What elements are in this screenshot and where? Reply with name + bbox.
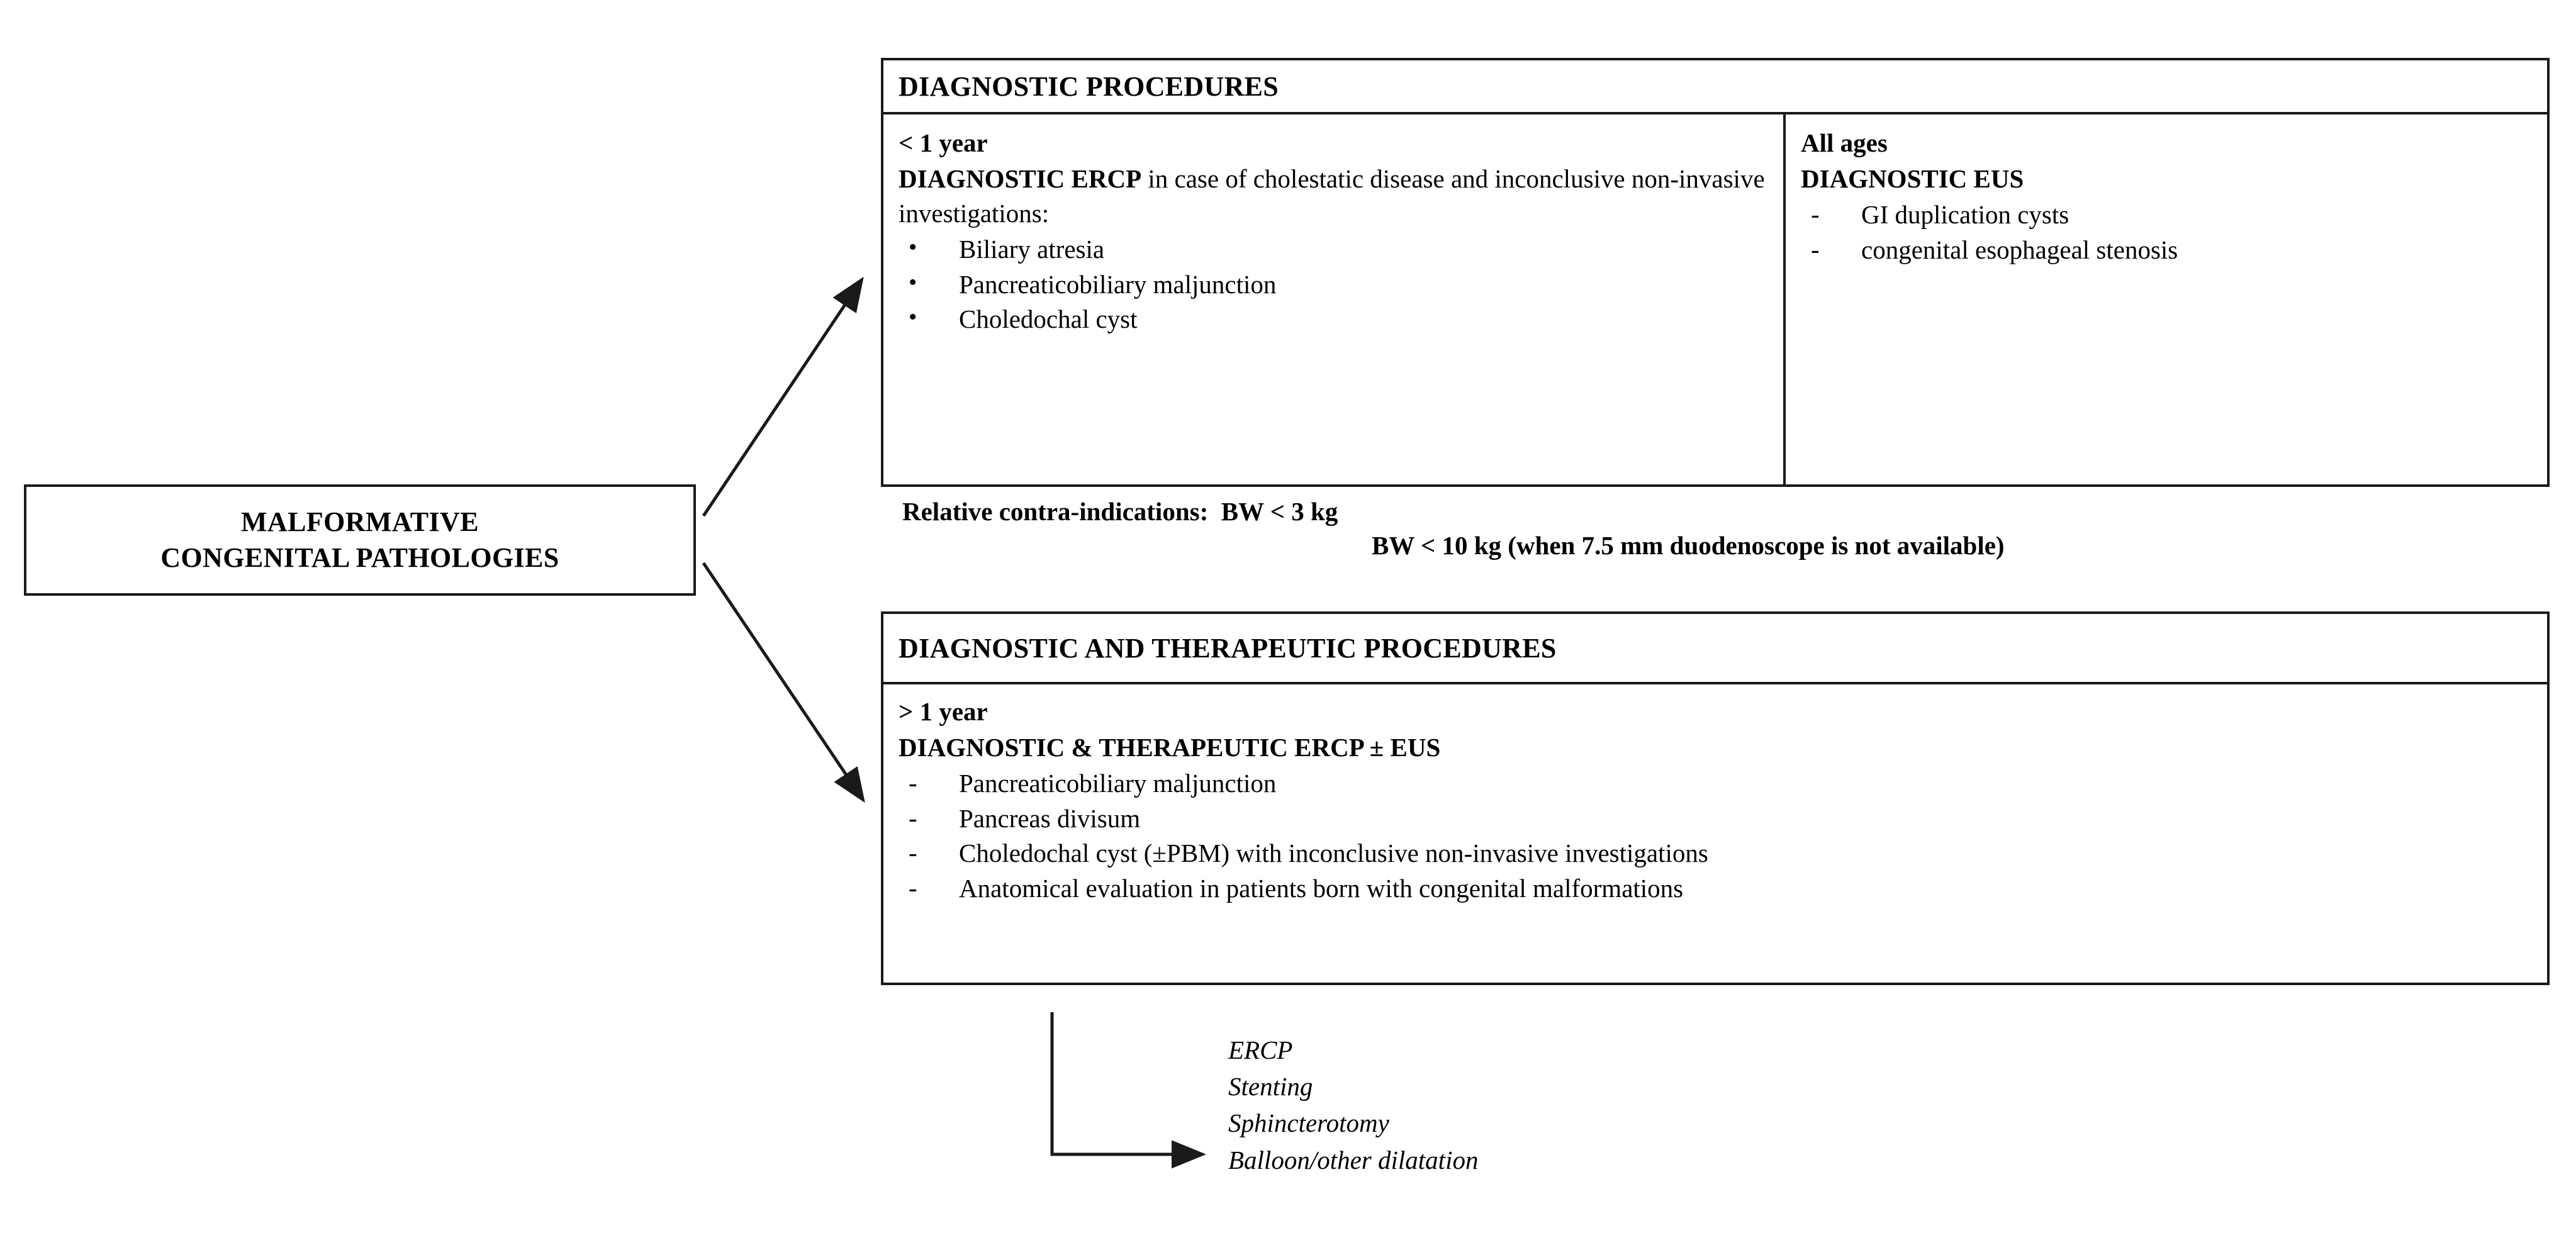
list-item: ERCP bbox=[1228, 1035, 1293, 1064]
arrow-to-therapeutic-box bbox=[702, 562, 865, 803]
list-item: • Biliary atresia bbox=[899, 232, 1769, 267]
list-item: • Choledochal cyst bbox=[899, 302, 1769, 337]
bullet-icon: • bbox=[909, 233, 917, 260]
list-item-label: Pancreas divisum bbox=[959, 803, 1141, 833]
diagnostic-box-header-label: DIAGNOSTIC PROCEDURES bbox=[899, 70, 1279, 102]
diagnostic-column-under-1-year: < 1 year DIAGNOSTIC ERCP in case of chol… bbox=[883, 114, 1786, 484]
contra-indications-value-1: BW < 3 kg bbox=[1221, 497, 1338, 526]
list-item-label: Pancreaticobiliary maljunction bbox=[959, 768, 1277, 798]
dash-icon: - bbox=[909, 838, 917, 867]
therapeutic-ercp-eus-bold: DIAGNOSTIC & THERAPEUTIC ERCP ± EUS bbox=[899, 732, 1441, 762]
all-ages-age-label: All ages bbox=[1801, 128, 1888, 157]
list-item: - Pancreas divisum bbox=[899, 801, 2533, 837]
dash-icon: - bbox=[1811, 199, 1820, 228]
list-item: - congenital esophageal stenosis bbox=[1801, 233, 2533, 268]
list-item: • Pancreaticobiliary maljunction bbox=[899, 267, 1769, 303]
therapeutic-box-header-label: DIAGNOSTIC AND THERAPEUTIC PROCEDURES bbox=[899, 632, 1557, 664]
list-item: - Choledochal cyst (±PBM) with inconclus… bbox=[899, 836, 2533, 871]
therapeutic-box-header: DIAGNOSTIC AND THERAPEUTIC PROCEDURES bbox=[883, 614, 2547, 684]
list-item: - Pancreaticobiliary maljunction bbox=[899, 766, 2533, 801]
bullet-icon: • bbox=[909, 269, 917, 296]
diagnostic-ercp-bold: DIAGNOSTIC ERCP bbox=[899, 164, 1142, 193]
list-item-label: Pancreaticobiliary maljunction bbox=[959, 269, 1277, 299]
diagnostic-column-all-ages: All ages DIAGNOSTIC EUS - GI duplication… bbox=[1786, 114, 2547, 484]
list-item-label: Biliary atresia bbox=[959, 234, 1105, 264]
contra-indications-line-1: Relative contra-indications: BW < 3 kg bbox=[902, 494, 2551, 528]
procedures-elbow-connector bbox=[1050, 1012, 1206, 1169]
diagnostic-eus-bold: DIAGNOSTIC EUS bbox=[1801, 164, 2024, 193]
list-item-label: GI duplication cysts bbox=[1861, 199, 2069, 229]
diagnostic-eus-indication-list: - GI duplication cysts - congenital esop… bbox=[1801, 198, 2533, 268]
relative-contra-indications-note: Relative contra-indications: BW < 3 kg B… bbox=[902, 494, 2551, 562]
source-node-label: MALFORMATIVE CONGENITAL PATHOLOGIES bbox=[160, 505, 559, 576]
bullet-icon: • bbox=[909, 304, 917, 331]
over-1-year-age-label: > 1 year bbox=[899, 697, 988, 726]
list-item-label: Anatomical evaluation in patients born w… bbox=[959, 874, 1684, 903]
under-1-year-age-label: < 1 year bbox=[899, 128, 988, 157]
list-item-label: Choledochal cyst bbox=[959, 304, 1138, 334]
list-item: Sphincterotomy bbox=[1228, 1108, 1389, 1138]
list-item: Balloon/other dilatation bbox=[1228, 1145, 1479, 1174]
dash-icon: - bbox=[909, 767, 917, 797]
arrow-to-diagnostic-box bbox=[702, 276, 864, 517]
therapeutic-box-body: > 1 year DIAGNOSTIC & THERAPEUTIC ERCP ±… bbox=[883, 684, 2547, 913]
dash-icon: - bbox=[1811, 234, 1820, 264]
diagnostic-ercp-lead: DIAGNOSTIC ERCP in case of cholestatic d… bbox=[899, 162, 1769, 231]
diagnostic-ercp-rest: in case of cholestatic disease and incon… bbox=[899, 164, 1765, 228]
therapeutic-ercp-eus-lead: DIAGNOSTIC & THERAPEUTIC ERCP ± EUS bbox=[899, 730, 2533, 765]
diagnostic-procedures-box: DIAGNOSTIC PROCEDURES < 1 year DIAGNOSTI… bbox=[881, 58, 2550, 487]
therapeutic-column-over-1-year: > 1 year DIAGNOSTIC & THERAPEUTIC ERCP ±… bbox=[883, 684, 2547, 913]
procedures-italic-list: ERCP Stenting Sphincterotomy Balloon/oth… bbox=[1228, 1032, 1478, 1178]
contra-indications-value-2: BW < 10 kg (when 7.5 mm duodenoscope is … bbox=[1372, 531, 2005, 560]
source-node-line1: MALFORMATIVE bbox=[241, 506, 479, 538]
list-item: Stenting bbox=[1228, 1072, 1313, 1101]
diagnostic-eus-lead: DIAGNOSTIC EUS bbox=[1801, 162, 2533, 196]
therapeutic-indication-list: - Pancreaticobiliary maljunction - Pancr… bbox=[899, 766, 2533, 906]
diagnostic-box-body: < 1 year DIAGNOSTIC ERCP in case of chol… bbox=[883, 114, 2547, 484]
source-node-line2: CONGENITAL PATHOLOGIES bbox=[160, 542, 559, 573]
diagnostic-and-therapeutic-procedures-box: DIAGNOSTIC AND THERAPEUTIC PROCEDURES > … bbox=[881, 611, 2550, 985]
list-item-label: Choledochal cyst (±PBM) with inconclusiv… bbox=[959, 839, 1708, 868]
diagnostic-ercp-indication-list: • Biliary atresia • Pancreaticobiliary m… bbox=[899, 232, 1769, 337]
contra-indications-line-2: BW < 10 kg (when 7.5 mm duodenoscope is … bbox=[902, 528, 2551, 562]
list-item-label: congenital esophageal stenosis bbox=[1861, 235, 2178, 264]
elbow-path bbox=[1050, 1012, 1206, 1169]
source-node-malformative-congenital-pathologies: MALFORMATIVE CONGENITAL PATHOLOGIES bbox=[24, 484, 696, 596]
diagnostic-box-header: DIAGNOSTIC PROCEDURES bbox=[883, 60, 2547, 114]
contra-indications-label: Relative contra-indications: bbox=[902, 497, 1209, 526]
dash-icon: - bbox=[909, 803, 917, 832]
list-item: - Anatomical evaluation in patients born… bbox=[899, 871, 2533, 906]
list-item: - GI duplication cysts bbox=[1801, 198, 2533, 233]
dash-icon: - bbox=[909, 873, 917, 903]
